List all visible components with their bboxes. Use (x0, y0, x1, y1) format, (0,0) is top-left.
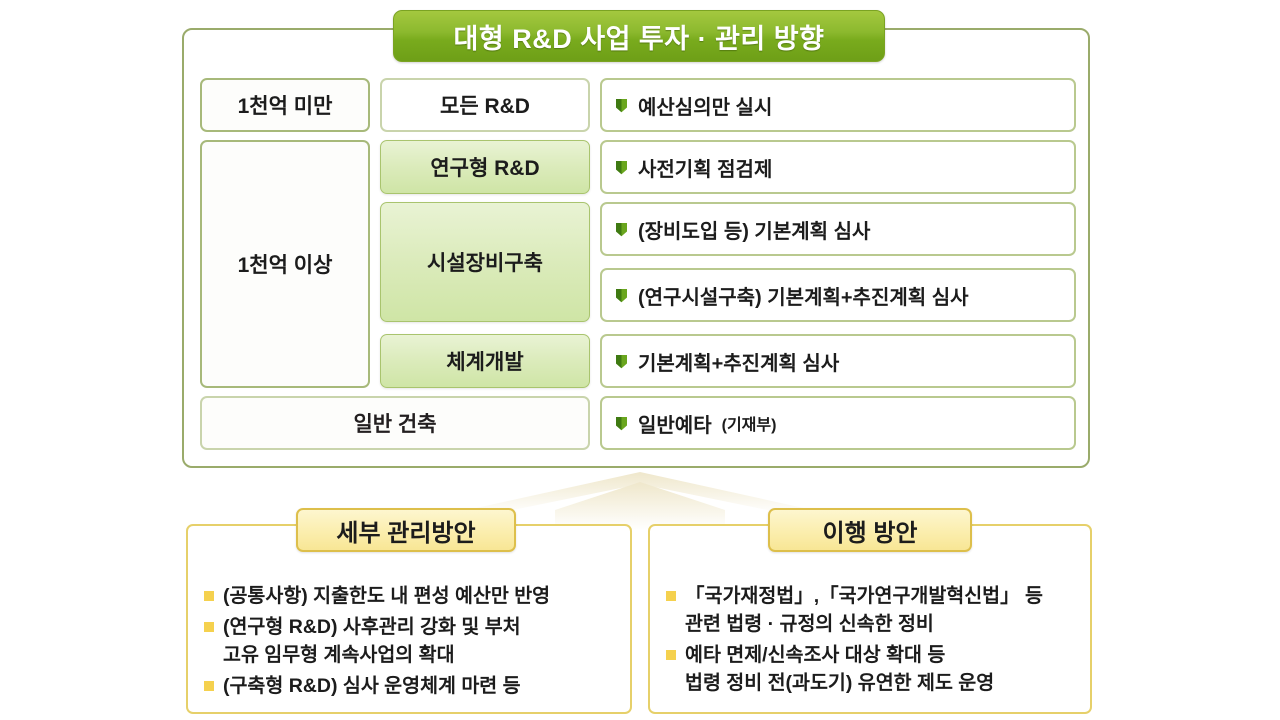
type-cell-system-development[interactable]: 체계개발 (380, 334, 590, 388)
list-item-label: (연구형 R&D) 사후관리 강화 및 부처 고유 임무형 계속사업의 확대 (223, 616, 521, 666)
shield-bullet-icon (616, 288, 627, 302)
action-cell-general-preliminary-feasibility[interactable]: 일반예타 (기재부) (600, 396, 1076, 450)
implementation-plan-badge: 이행 방안 (768, 508, 972, 552)
type-label: 연구형 R&D (430, 157, 540, 180)
list-item-label: 예타 면제/신속조사 대상 확대 등 법령 정비 전(과도기) 유연한 제도 운… (685, 644, 995, 694)
amount-label: 1천억 이상 (237, 254, 333, 277)
type-label: 체계개발 (446, 351, 524, 374)
square-bullet-icon (204, 681, 214, 691)
list-item[interactable]: (연구형 R&D) 사후관리 강화 및 부처 고유 임무형 계속사업의 확대 (204, 613, 620, 669)
amount-cell-under-100b[interactable]: 1천억 미만 (200, 78, 370, 132)
detailed-management-panel: (공통사항) 지출한도 내 편성 예산만 반영 (연구형 R&D) 사후관리 강… (186, 524, 632, 714)
type-cell-facility-equipment[interactable]: 시설장비구축 (380, 202, 590, 322)
action-sublabel: (기재부) (721, 417, 777, 434)
shield-bullet-icon (616, 222, 627, 236)
badge-label: 세부 관리방안 (336, 519, 476, 547)
shield-bullet-icon (616, 416, 627, 430)
list-item-label: (구축형 R&D) 심사 운영체계 마련 등 (223, 675, 521, 697)
square-bullet-icon (666, 650, 676, 660)
action-cell-basic-promotion-plan[interactable]: 기본계획+추진계획 심사 (600, 334, 1076, 388)
shield-bullet-icon (616, 354, 627, 368)
action-cell-budget-review[interactable]: 예산심의만 실시 (600, 78, 1076, 132)
type-cell-general-construction[interactable]: 일반 건축 (200, 396, 590, 450)
type-label: 일반 건축 (353, 413, 437, 436)
action-label: 사전기획 점검제 (638, 158, 773, 181)
matrix-row: 일반 건축 일반예타 (기재부) (200, 396, 1076, 450)
badge-label: 이행 방안 (822, 519, 918, 547)
action-cell-equipment-basic-plan[interactable]: (장비도입 등) 기본계획 심사 (600, 202, 1076, 256)
main-diagram-panel: 1천억 미만 모든 R&D 예산심의만 실시 1천억 이상 연구형 R&D (182, 28, 1090, 468)
type-label: 시설장비구축 (427, 252, 543, 275)
list-item[interactable]: 「국가재정법」,「국가연구개발혁신법」 등 관련 법령 · 규정의 신속한 정비 (666, 582, 1080, 638)
list-item[interactable]: (공통사항) 지출한도 내 편성 예산만 반영 (204, 582, 620, 610)
action-label: 기본계획+추진계획 심사 (638, 352, 840, 375)
shield-bullet-icon (616, 160, 627, 174)
list-item-label: (공통사항) 지출한도 내 편성 예산만 반영 (223, 585, 551, 607)
action-cell-preplanning-check[interactable]: 사전기획 점검제 (600, 140, 1076, 194)
action-label: 일반예타 (638, 414, 712, 437)
implementation-plan-list: 「국가재정법」,「국가연구개발혁신법」 등 관련 법령 · 규정의 신속한 정비… (666, 582, 1080, 700)
type-cell-research-rnd[interactable]: 연구형 R&D (380, 140, 590, 194)
amount-label: 1천억 미만 (237, 95, 333, 118)
action-label: (장비도입 등) 기본계획 심사 (638, 220, 871, 243)
action-label: 예산심의만 실시 (638, 96, 773, 119)
type-cell-all-rnd[interactable]: 모든 R&D (380, 78, 590, 132)
list-item[interactable]: (구축형 R&D) 심사 운영체계 마련 등 (204, 672, 620, 700)
detailed-management-badge: 세부 관리방안 (296, 508, 516, 552)
detailed-management-list: (공통사항) 지출한도 내 편성 예산만 반영 (연구형 R&D) 사후관리 강… (204, 582, 620, 703)
matrix-row: 연구형 R&D 사전기획 점검제 (200, 140, 1076, 194)
list-item[interactable]: 예타 면제/신속조사 대상 확대 등 법령 정비 전(과도기) 유연한 제도 운… (666, 641, 1080, 697)
up-arrow-icon (449, 472, 831, 530)
square-bullet-icon (204, 591, 214, 601)
diagram-title-banner: 대형 R&D 사업 투자 · 관리 방향 (393, 10, 885, 62)
shield-bullet-icon (616, 98, 627, 112)
action-cell-research-facility-plan[interactable]: (연구시설구축) 기본계획+추진계획 심사 (600, 268, 1076, 322)
page-title: 대형 R&D 사업 투자 · 관리 방향 (453, 23, 825, 54)
square-bullet-icon (204, 622, 214, 632)
action-label: (연구시설구축) 기본계획+추진계획 심사 (638, 286, 969, 309)
matrix-row: 1천억 미만 모든 R&D 예산심의만 실시 (200, 78, 1076, 132)
policy-matrix: 1천억 미만 모든 R&D 예산심의만 실시 1천억 이상 연구형 R&D (200, 78, 1076, 454)
matrix-row: (연구시설구축) 기본계획+추진계획 심사 (200, 268, 1076, 322)
implementation-plan-panel: 「국가재정법」,「국가연구개발혁신법」 등 관련 법령 · 규정의 신속한 정비… (648, 524, 1092, 714)
matrix-row: (장비도입 등) 기본계획 심사 (200, 202, 1076, 256)
type-label: 모든 R&D (440, 95, 530, 118)
list-item-label: 「국가재정법」,「국가연구개발혁신법」 등 관련 법령 · 규정의 신속한 정비 (685, 585, 1043, 635)
amount-cell-over-100b[interactable]: 1천억 이상 (200, 140, 370, 388)
matrix-row: 체계개발 기본계획+추진계획 심사 (200, 334, 1076, 388)
square-bullet-icon (666, 591, 676, 601)
